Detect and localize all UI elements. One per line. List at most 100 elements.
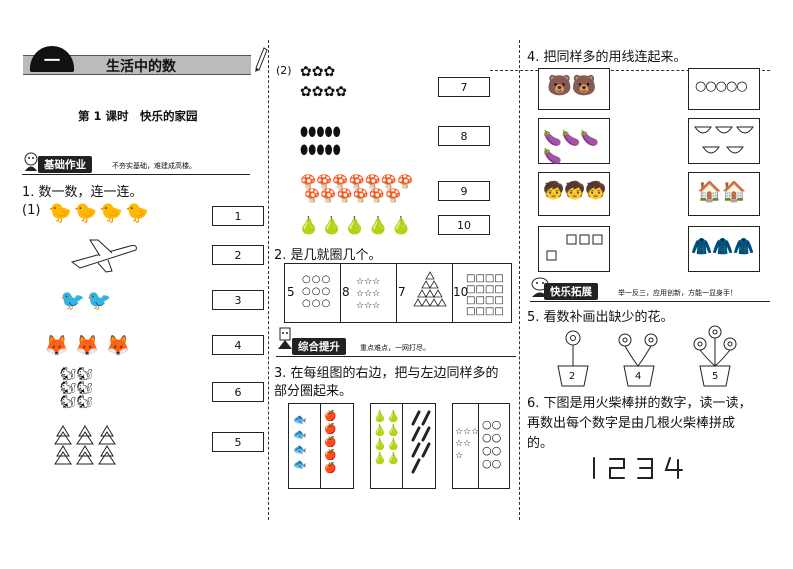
q2-divider [340,263,341,323]
fox-icon: 🦊 [74,333,100,357]
digit-4 [664,457,683,479]
pear-icon: 🍐 [298,216,320,236]
airplane-icon [70,239,137,273]
q1-stem: 1. 数一数，连一连。 [22,185,143,200]
q6-stem-line2: 再数出每个数字是由几根火柴棒拼成 [527,416,736,431]
q3-stars: ☆☆☆☆☆☆ [455,427,480,461]
q1-row-ducks: 🐤🐤 🐤🐤 [48,201,149,224]
child-icon: 🧒🧒🧒 [543,181,607,201]
q1-part2-label: (2) [276,64,292,77]
q1-row-foxes: 🦊🦊 🦊 [44,333,131,357]
mushroom-icon: 🍄🍄🍄🍄🍄🍄🍄 [300,175,414,190]
q1-row-squirrels: 🐿🐿 🐿🐿 🐿🐿 [60,368,110,410]
q2-stem: 2. 是几就圈几个。 [274,248,382,263]
flowerpot-5 [693,325,737,387]
fox-icon: 🦊 [105,333,131,357]
section-basic-note: 不夯实基础，难建成高楼。 [112,162,196,170]
q1-number-box[interactable]: 10 [438,215,490,235]
q3-pears: 🍐🍐🍐🍐🍐🍐🍐🍐 [373,410,401,465]
q1-row-birds: 🐦🐦 [60,288,112,312]
bear-icon: 🐻🐻 [547,73,597,97]
q2-stars: ☆☆☆☆☆☆☆☆☆ [356,277,381,311]
q3-sticks [411,410,431,474]
q1-number-box[interactable]: 6 [212,382,264,402]
unit-header-bar [23,55,251,75]
q1-number-box[interactable]: 7 [438,77,490,97]
pear-icon: 🍐 [390,216,412,236]
duck-icon: 🐤 [125,202,149,224]
squirrel-icon: 🐿🐿 [60,367,94,382]
q1-part1-label: (1) [22,203,41,218]
q1-number-box[interactable]: 4 [212,335,264,355]
q2-divider [452,263,453,323]
lesson-title: 第 1 课时 快乐的家园 [78,109,198,123]
flower-icon: ✿✿✿ [300,64,336,80]
q1-number-box[interactable]: 1 [212,206,264,226]
q1-number-box[interactable]: 5 [212,432,264,452]
digit-3 [637,458,653,479]
q3-divider [320,403,321,489]
q5-pot-number: 2 [569,371,576,382]
q4-right-box-circles[interactable]: ○○○○○ [688,68,760,110]
bowl-icon [694,126,754,154]
q5-stem: 5. 看数补画出缺少的花。 [527,310,674,325]
q3-stem-line1: 3. 在每组图的右边，把与左边同样多的 [274,366,499,381]
q2-number: 10 [453,285,469,299]
q3-group-3 [452,403,510,489]
section-basic-underline [22,174,250,175]
section-extend-note: 重点难点，一网打尽。 [360,344,430,352]
section-fun-note: 举一反三，应用创新，方能一显身手！ [618,289,737,297]
eggplant-icon: 🍆🍆🍆🍆 [543,129,600,165]
watermelon-icon: ⬮⬮⬮⬮⬮ [300,125,341,140]
q4-right-box-bowls[interactable] [688,118,760,164]
q1-row-pears: 🍐🍐 🍐🍐 🍐 [298,216,412,236]
q6-stem-line1: 6. 下图是用火柴棒拼的数字，读一读， [527,396,752,411]
q4-right-box-coats[interactable]: 🧥🧥🧥 [688,226,760,272]
unit-title: 生活中的数 [106,59,176,75]
q3-divider [402,403,403,489]
q3-stem-line2: 部分圈起来。 [274,384,353,399]
q2-squares: □□□□□□□□□□□□□□□□ [466,273,504,317]
q1-number-box[interactable]: 2 [212,245,264,265]
q1-row-watermelons: ⬮⬮⬮⬮⬮ ⬮⬮⬮⬮⬮ [300,124,341,160]
q6-stem-line3: 的。 [527,436,554,451]
duck-icon: 🐤 [99,202,124,224]
column-divider [268,40,269,520]
unit-badge: 一 [30,46,74,72]
section-extend-banner: 综合提升 [292,338,346,355]
digit-2 [609,458,625,479]
q4-left-box-people[interactable]: 🧒🧒🧒 [538,172,610,216]
q1-number-box[interactable]: 8 [438,126,490,146]
section-fun-banner: 快乐拓展 [544,283,598,300]
q2-number: 5 [287,285,295,299]
flowerpot-4 [618,333,658,387]
pear-icon: 🍐 [321,216,343,236]
q4-left-box-squares[interactable] [538,226,610,272]
section-basic-banner: 基础作业 [38,156,92,173]
q2-triangles [413,271,447,307]
q4-stem: 4. 把同样多的用线连起来。 [527,50,687,65]
q3-divider [478,403,479,489]
house-icon: 🏠🏠 [697,179,747,203]
q1-row-flowers: ✿✿✿ ✿✿✿✿ [300,62,347,102]
q1-number-box[interactable]: 9 [438,181,490,201]
q1-row-trees [54,425,116,465]
mascot-icon [278,327,292,349]
fox-icon: 🦊 [44,333,69,357]
q3-fish: 🐟🐟🐟🐟 [293,413,307,471]
header-rule [490,70,770,71]
q4-right-box-houses[interactable]: 🏠🏠 [688,172,760,216]
mascot-icon [24,152,38,171]
column-divider [519,40,520,520]
q4-left-box-eggplants[interactable]: 🍆🍆🍆🍆 [538,118,610,165]
matchstick-digits [593,457,683,479]
q5-pot-number: 4 [635,371,642,382]
coat-icon: 🧥🧥🧥 [691,237,755,257]
q2-divider [396,263,397,323]
q2-number: 8 [342,285,350,299]
q4-left-box-bears[interactable]: 🐻🐻 [538,68,610,110]
duck-icon: 🐤 [48,202,72,224]
section-extend-underline [276,356,516,357]
q1-number-box[interactable]: 3 [212,290,264,310]
squirrel-icon: 🐿🐿 [60,381,94,396]
